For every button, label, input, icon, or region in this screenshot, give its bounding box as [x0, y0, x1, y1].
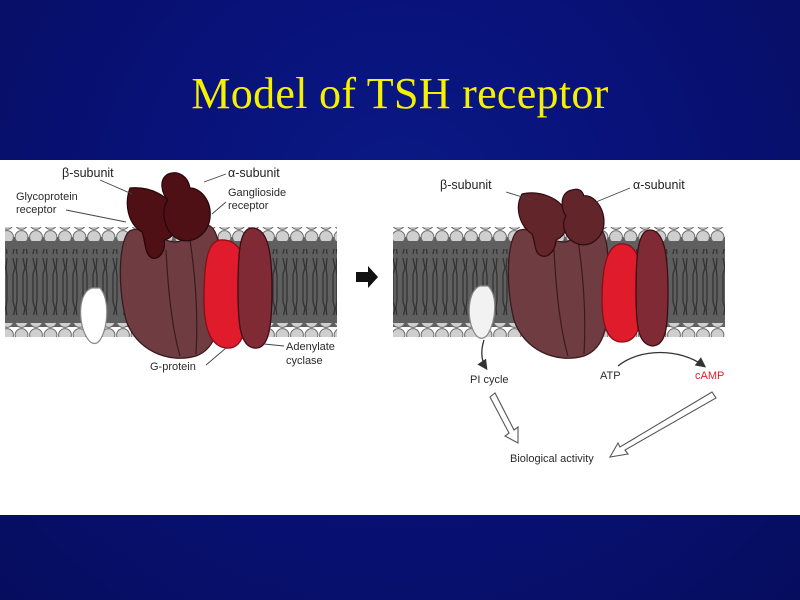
left-adenylate-label-line1: Adenylate: [286, 341, 335, 353]
left-alpha-subunit: [161, 172, 211, 242]
pi-cycle-label: PI cycle: [470, 374, 509, 386]
left-leader-lines: [65, 173, 285, 366]
pi-to-activity-arrow: [489, 392, 519, 444]
biological-activity-label: Biological activity: [510, 453, 594, 465]
atp-to-camp-arrow: [617, 351, 707, 368]
left-adenylate-cyclase: [237, 227, 273, 349]
left-adenylate-label-line2: cyclase: [286, 355, 323, 367]
left-glyco-label-line1: Glycoprotein: [16, 191, 78, 203]
right-receptor-body: [507, 223, 609, 359]
right-leader-lines: [505, 187, 631, 203]
camp-label: cAMP: [695, 370, 724, 382]
left-alpha-label: α-subunit: [228, 166, 280, 180]
left-ganglio-label-line2: receptor: [228, 200, 269, 212]
right-adenylate-cyclase: [635, 229, 669, 347]
left-diagram: β-subunit α-subunit Glycoprotein recepto…: [5, 166, 337, 373]
left-ganglio-label-line1: Ganglioside: [228, 187, 286, 199]
camp-to-activity-arrow: [608, 391, 717, 458]
atp-label: ATP: [600, 370, 621, 382]
left-beta-label: β-subunit: [62, 166, 114, 180]
right-pi-channel: [468, 285, 496, 339]
right-alpha-subunit: [561, 188, 605, 246]
slide-title: Model of TSH receptor: [191, 69, 609, 118]
receptor-figure-panel: β-subunit α-subunit Glycoprotein recepto…: [0, 160, 800, 515]
left-glyco-label-line2: receptor: [16, 204, 57, 216]
transition-arrow-icon: [356, 266, 378, 288]
left-pi-channel: [80, 287, 108, 345]
right-diagram: β-subunit α-subunit PI cycle ATP cAMP Bi…: [393, 178, 725, 465]
right-alpha-label: α-subunit: [633, 178, 685, 192]
left-gprotein-label: G-protein: [150, 361, 196, 373]
pi-cycle-arrow: [477, 339, 488, 371]
right-beta-label: β-subunit: [440, 178, 492, 192]
